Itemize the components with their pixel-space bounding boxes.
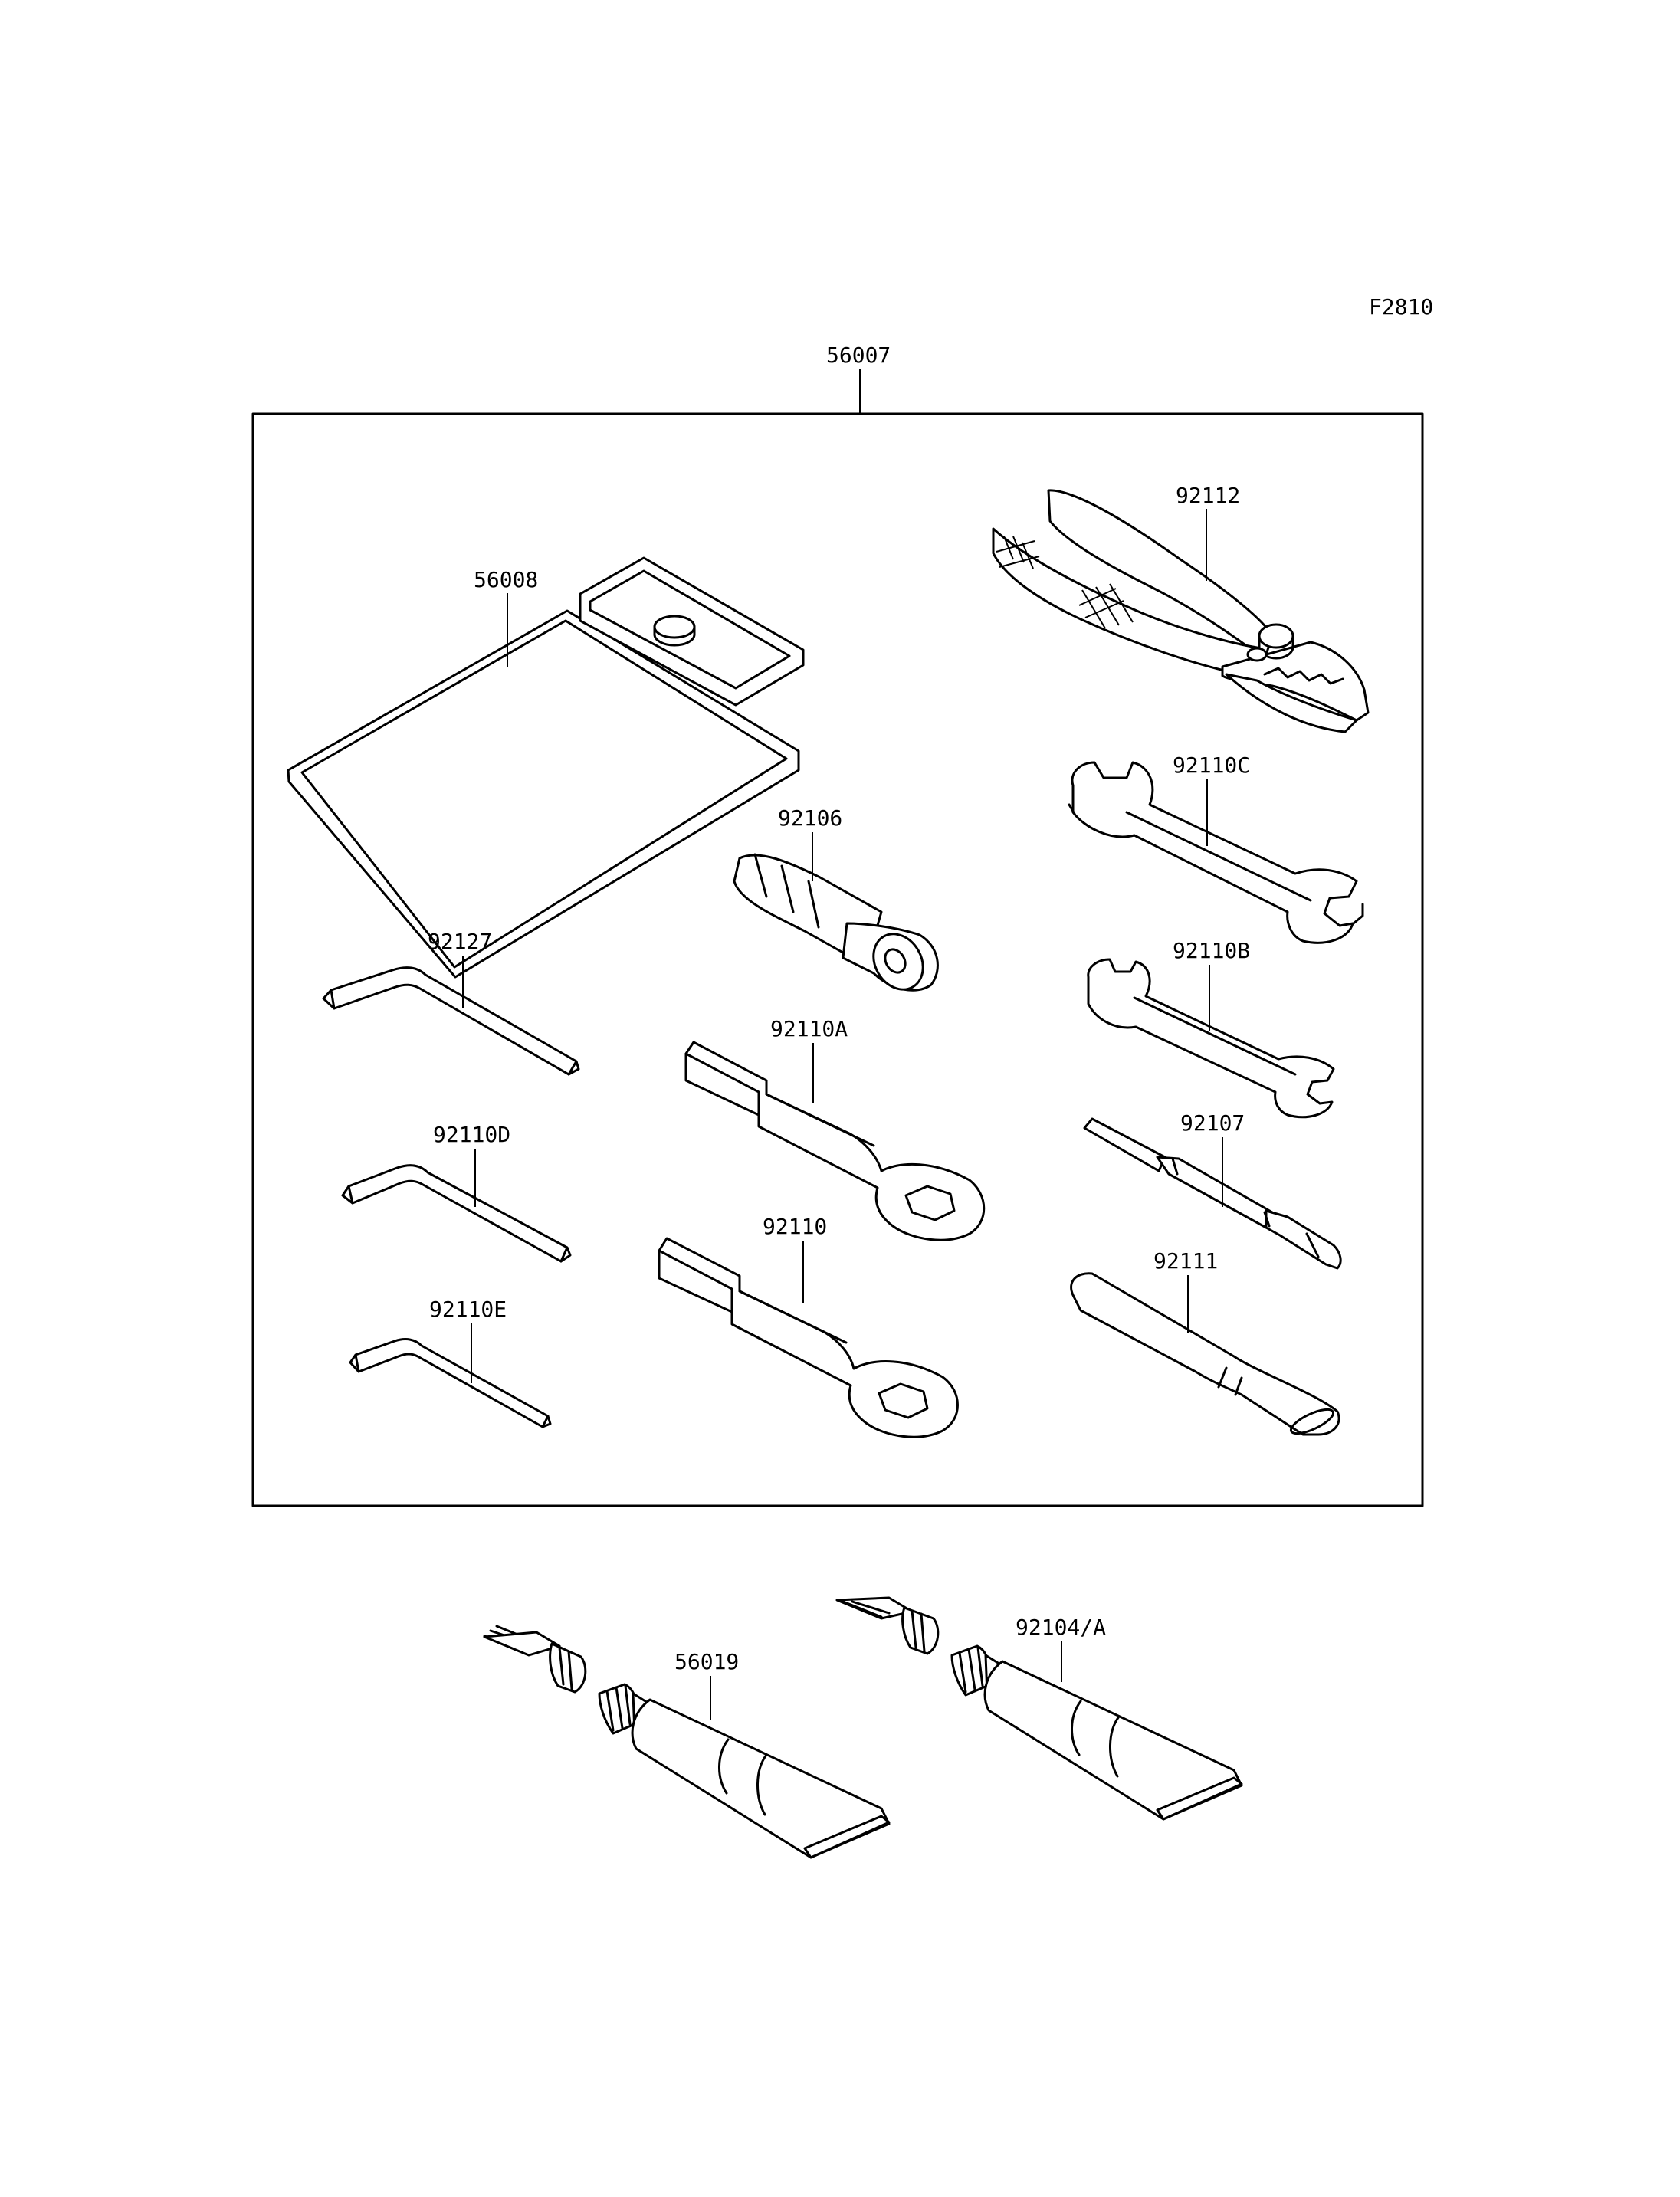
pliers-drawing [992,489,1370,733]
open-wrench-c-drawing [1068,761,1364,944]
tool-kit-box [251,412,1424,1507]
label-92112: 92112 [1176,483,1240,508]
box-wrench-drawing [658,1237,959,1438]
label-92127: 92127 [428,929,492,954]
hex-key-e-drawing [349,1338,552,1428]
spark-plug-wrench-drawing [733,853,939,992]
label-92110d: 92110D [433,1122,510,1147]
label-92110: 92110 [763,1214,827,1239]
tube-56019-drawing [483,1625,891,1859]
label-92110a: 92110A [770,1016,848,1041]
tube-92104a-drawing [835,1596,1243,1821]
label-92104a: 92104/A [1016,1615,1106,1640]
open-wrench-b-drawing [1087,958,1335,1119]
label-92106: 92106 [778,805,842,831]
box-wrench-a-drawing [684,1041,986,1241]
figure-code: F2810 [1369,294,1433,320]
tool-bag-drawing [287,556,805,979]
label-92110c: 92110C [1173,753,1250,778]
hex-key-d-drawing [341,1164,572,1263]
handle-drawing [1070,1272,1340,1436]
label-92110b: 92110B [1173,938,1250,963]
label-92110e: 92110E [429,1297,507,1322]
kit-label: 56007 [826,343,891,368]
label-92111: 92111 [1153,1248,1218,1274]
label-92107: 92107 [1180,1110,1245,1136]
hex-key-92127-drawing [322,966,580,1076]
label-56019: 56019 [674,1649,739,1674]
screwdriver-drawing [1083,1117,1342,1270]
label-56008: 56008 [474,567,538,592]
